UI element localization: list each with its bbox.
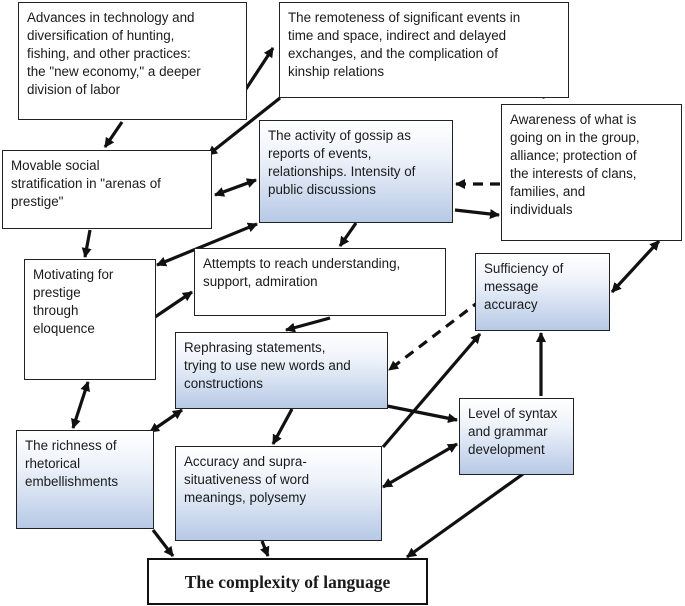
arrow-accuracy-to-sufficiency (381, 332, 482, 449)
arrow-rephrasing-to-accuracy (271, 408, 294, 445)
arrow-attempts-to-rephrasing (285, 316, 331, 333)
node-rephrasing-line: constructions (184, 376, 263, 391)
node-awareness: Awareness of what is going on in the gro… (501, 104, 682, 241)
node-advances-line: the "new economy," a deeper (27, 64, 201, 79)
node-remoteness-line: The remoteness of significant events in (288, 10, 521, 25)
arrow-motivating-richness (71, 381, 90, 429)
node-accuracy-line: situativeness of word (184, 472, 310, 487)
arrow-syntax-to-complexity (406, 472, 524, 559)
node-richness-line: embellishments (25, 474, 119, 489)
node-richness-line: The richness of (25, 438, 117, 453)
node-gossip: The activity of gossip as reports of eve… (259, 120, 453, 223)
node-sufficiency-line: message (484, 279, 539, 294)
arrow-stratification-to-motivating (81, 229, 92, 258)
arrow-remoteness-to-stratification (207, 96, 281, 157)
node-syntax-line: Level of syntax (468, 406, 558, 421)
node-stratification: Movable social stratification in "arenas… (2, 150, 212, 229)
node-motivating-line: prestige (33, 285, 81, 300)
node-stratification-line: prestige" (11, 194, 64, 209)
arrow-gossip-to-attempts (338, 222, 358, 247)
arrow-accuracy-syntax (382, 442, 458, 489)
node-awareness-line: alliance; protection of (510, 148, 637, 163)
node-sufficiency-line: Sufficiency of (484, 261, 564, 276)
arrow-awareness-sufficiency (610, 239, 661, 294)
arrow-motivating-to-attempts (154, 290, 193, 319)
node-gossip-line: reports of events, (268, 146, 372, 161)
arrow-gossip-to-awareness (454, 208, 500, 219)
node-awareness-line: individuals (510, 202, 573, 217)
node-sufficiency-line: accuracy (484, 297, 538, 312)
node-remoteness: The remoteness of significant events in … (279, 2, 569, 98)
arrow-richness-rephrasing (149, 408, 183, 434)
arrow-advances-to-stratification (103, 121, 124, 148)
node-stratification-line: Movable social (11, 158, 100, 173)
node-advances: Advances in technology and diversificati… (18, 2, 247, 120)
node-awareness-line: the interests of clans, (510, 166, 637, 181)
arrow-advances-to-remoteness (242, 47, 275, 93)
node-remoteness-line: time and space, indirect and delayed (288, 28, 507, 43)
node-sufficiency: Sufficiency of message accuracy (475, 253, 610, 331)
arrow-richness-to-complexity (151, 529, 175, 557)
node-rephrasing-line: Rephrasing statements, (184, 340, 326, 355)
node-complexity: The complexity of language (147, 558, 428, 605)
node-advances-line: fishing, and other practices: (27, 46, 191, 61)
node-gossip-line: relationships. Intensity of (268, 164, 416, 179)
node-syntax: Level of syntax and grammar development (459, 398, 574, 475)
node-motivating-line: Motivating for (33, 267, 114, 282)
node-syntax-line: development (468, 442, 545, 457)
node-advances-line: diversification of hunting, (27, 28, 175, 43)
node-motivating: Motivating for prestige through eloquenc… (24, 259, 156, 380)
arrow-rephrasing-to-syntax (386, 404, 458, 424)
node-gossip-line: public discussions (268, 182, 376, 197)
node-accuracy-line: Accuracy and supra- (184, 454, 307, 469)
node-richness-line: rhetorical (25, 456, 81, 471)
node-attempts-line: Attempts to reach understanding, (203, 256, 401, 271)
node-syntax-line: and grammar (468, 424, 548, 439)
node-awareness-line: families, and (510, 184, 586, 199)
node-accuracy-line: meanings, polysemy (184, 490, 307, 505)
node-attempts: Attempts to reach understanding, support… (194, 248, 446, 316)
arrow-accuracy-to-complexity (260, 540, 270, 557)
node-rephrasing-line: trying to use new words and (184, 358, 351, 373)
node-complexity-label: The complexity of language (184, 572, 391, 592)
node-richness: The richness of rhetorical embellishment… (16, 430, 154, 529)
node-attempts-line: support, admiration (203, 274, 318, 289)
node-awareness-line: going on in the group, (510, 130, 640, 145)
node-awareness-line: Awareness of what is (510, 112, 637, 127)
arrow-stratification-gossip (214, 178, 257, 197)
node-motivating-line: eloquence (33, 321, 95, 336)
node-remoteness-line: kinship relations (288, 64, 385, 79)
node-advances-line: Advances in technology and (27, 10, 195, 25)
node-advances-line: division of labor (27, 82, 121, 97)
arrow-motivating-gossip (156, 222, 258, 267)
node-motivating-line: through (33, 303, 79, 318)
node-remoteness-line: exchanges, and the complication of (288, 46, 498, 61)
node-gossip-line: The activity of gossip as (268, 128, 411, 143)
node-accuracy: Accuracy and supra- situativeness of wor… (175, 446, 382, 541)
node-rephrasing: Rephrasing statements, trying to use new… (175, 332, 388, 409)
node-stratification-line: stratification in "arenas of (11, 176, 161, 191)
arrow-sufficiency-to-rephrasing (388, 298, 482, 372)
